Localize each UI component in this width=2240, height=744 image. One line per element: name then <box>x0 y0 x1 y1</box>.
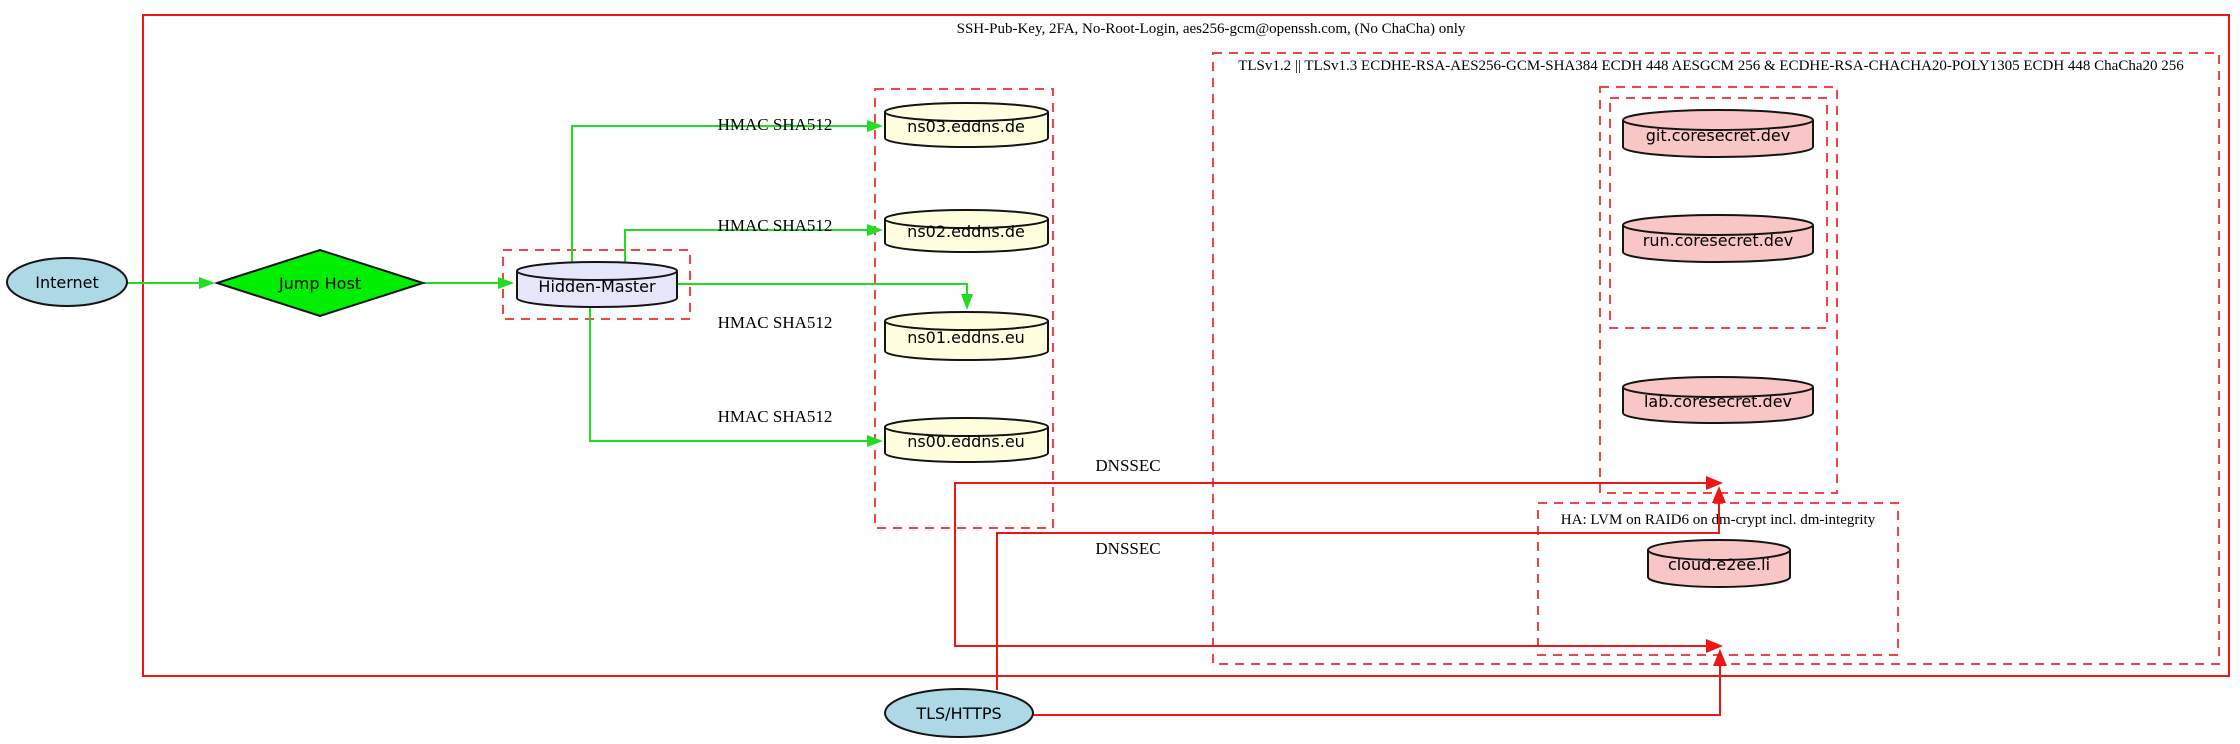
ns03-cylinder-lid <box>884 111 1049 122</box>
cluster-ssh-zone: SSH-Pub-Key, 2FA, No-Root-Login, aes256-… <box>142 14 2230 677</box>
hidden-master-cylinder <box>516 261 678 308</box>
edges-green <box>127 120 973 447</box>
arrowhead-ns03 <box>867 120 883 132</box>
lab-cylinder <box>1622 376 1814 424</box>
edge-coresecret-ha <box>954 482 1708 647</box>
node-tls-https: TLS/HTTPS <box>884 688 1034 738</box>
cloud-cylinder-lid <box>1647 549 1791 561</box>
cloud-cylinder <box>1647 539 1791 588</box>
arrowhead-ns02 <box>867 224 883 236</box>
arrowhead-ha-up <box>1713 649 1727 666</box>
cloud-label: cloud.e2ee.li <box>1668 555 1770 574</box>
arrowhead-internet-jumphost <box>199 277 215 289</box>
ns03-label: ns03.eddns.de <box>907 117 1025 136</box>
arrowhead-ha-right <box>1706 639 1723 653</box>
jump-host-label: Jump Host <box>278 274 361 293</box>
edge-hiddenmaster-ns00 <box>589 307 868 442</box>
ns01-cylinder <box>884 311 1049 361</box>
tls-https-ellipse <box>884 688 1034 738</box>
edge-labels: HMAC SHA512 HMAC SHA512 HMAC SHA512 HMAC… <box>718 115 1161 558</box>
run-cylinder-lid <box>1622 224 1814 236</box>
edge-hiddenmaster-ns02 <box>624 229 868 263</box>
hmac-label-ns03: HMAC SHA512 <box>718 115 833 134</box>
ns01-label: ns01.eddns.eu <box>907 328 1025 347</box>
hmac-label-ns01: HMAC SHA512 <box>718 313 833 332</box>
ns00-cylinder <box>884 417 1049 463</box>
hmac-label-ns02: HMAC SHA512 <box>718 216 833 235</box>
node-ns00: ns00.eddns.eu <box>884 417 1049 463</box>
ns03-cylinder <box>884 102 1049 148</box>
arrowhead-coresecret-up <box>1712 486 1726 503</box>
ns00-label: ns00.eddns.eu <box>907 432 1025 451</box>
cluster-coresecret-outer-border <box>1599 86 1838 494</box>
node-jump-host: Jump Host <box>213 248 427 318</box>
edge-tlshttps-coresecret <box>996 501 1720 690</box>
jump-host-diamond <box>213 248 427 318</box>
ns01-cylinder-lid <box>884 320 1049 331</box>
lab-label: lab.coresecret.dev <box>1644 392 1792 411</box>
ns02-cylinder <box>884 209 1049 253</box>
node-hidden-master: Hidden-Master <box>516 261 678 308</box>
dnssec-label-upper: DNSSEC <box>1095 456 1160 475</box>
tls-https-label: TLS/HTTPS <box>915 704 1001 723</box>
ssh-zone-label: SSH-Pub-Key, 2FA, No-Root-Login, aes256-… <box>957 21 1466 37</box>
node-ns01: ns01.eddns.eu <box>884 311 1049 361</box>
node-ns03: ns03.eddns.de <box>884 102 1049 148</box>
edge-hiddenmaster-ns01 <box>677 283 968 295</box>
ns02-cylinder-lid <box>884 218 1049 229</box>
internet-label: Internet <box>35 273 99 292</box>
hmac-label-ns00: HMAC SHA512 <box>718 407 833 426</box>
node-internet: Internet <box>6 257 128 307</box>
tls-zone-label: TLSv1.2 || TLSv1.3 ECDHE-RSA-AES256-GCM-… <box>1238 58 2184 74</box>
node-lab-coresecret: lab.coresecret.dev <box>1622 376 1814 424</box>
node-ns02: ns02.eddns.de <box>884 209 1049 253</box>
run-cylinder <box>1622 214 1814 263</box>
run-label: run.coresecret.dev <box>1643 231 1793 250</box>
node-git-coresecret: git.coresecret.dev <box>1622 109 1814 158</box>
edge-tlshttps-ha <box>1033 664 1721 716</box>
hidden-master-label: Hidden-Master <box>538 277 656 296</box>
node-cloud-e2ee: cloud.e2ee.li <box>1647 539 1791 588</box>
git-cylinder-lid <box>1622 119 1814 131</box>
internet-ellipse <box>6 257 128 307</box>
ns02-label: ns02.eddns.de <box>907 222 1025 241</box>
git-cylinder <box>1622 109 1814 158</box>
git-label: git.coresecret.dev <box>1646 126 1791 145</box>
ns00-cylinder-lid <box>884 426 1049 437</box>
arrowhead-jumphost-hiddenmaster <box>498 277 514 289</box>
arrowhead-coresecret <box>1706 476 1723 490</box>
arrowhead-ns00 <box>867 435 883 447</box>
lab-cylinder-lid <box>1622 386 1814 398</box>
edges-red <box>954 476 1727 716</box>
node-run-coresecret: run.coresecret.dev <box>1622 214 1814 263</box>
arrowhead-ns01 <box>961 294 973 310</box>
edge-hiddenmaster-ns03 <box>571 125 868 263</box>
ssh-zone-border <box>142 14 2230 677</box>
cluster-dns-border <box>874 88 1054 529</box>
hidden-master-cylinder-lid <box>516 270 678 281</box>
dnssec-label-lower: DNSSEC <box>1095 539 1160 558</box>
